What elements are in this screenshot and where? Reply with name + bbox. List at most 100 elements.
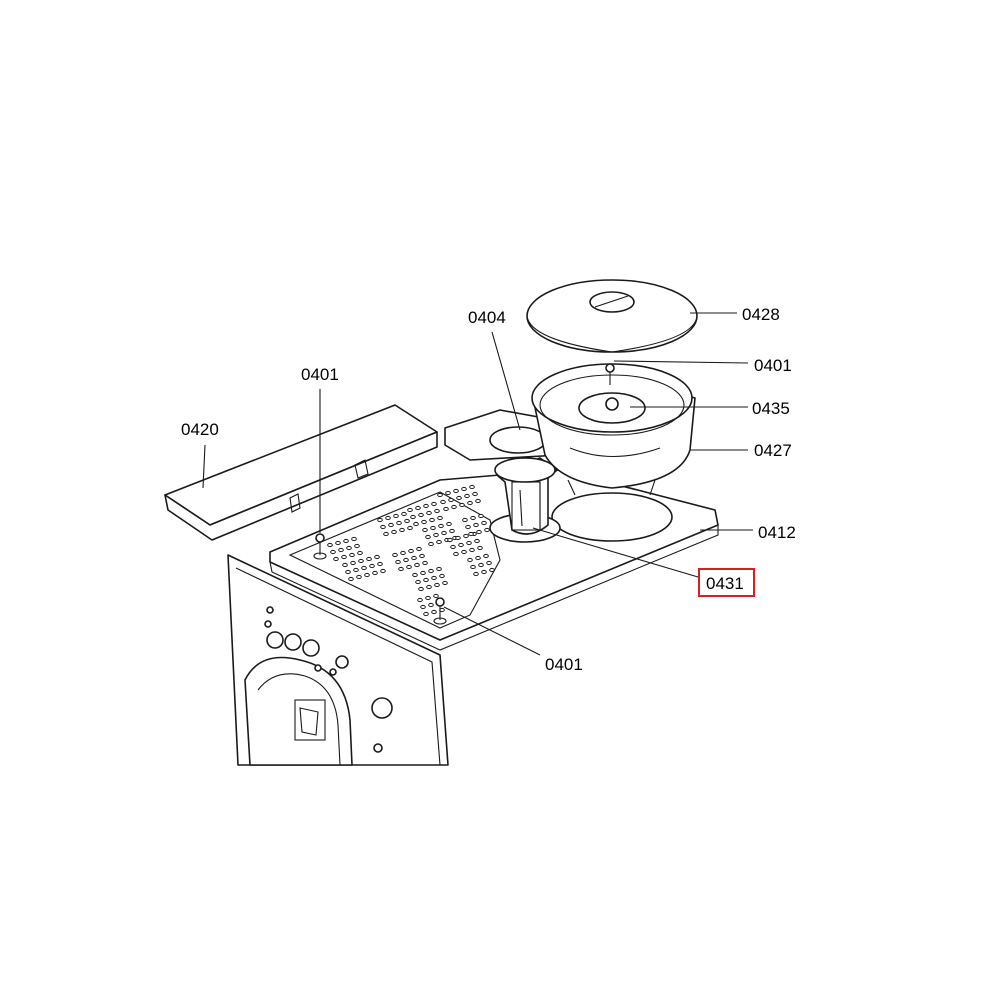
grille-hole xyxy=(455,535,461,541)
grille-hole xyxy=(346,545,352,551)
grille-hole xyxy=(404,518,410,524)
grille-hole xyxy=(472,491,478,497)
grille-hole xyxy=(473,522,479,528)
screw-bowl xyxy=(605,363,615,385)
grille-holes xyxy=(327,484,495,617)
grille-hole xyxy=(462,517,468,523)
grille-hole xyxy=(463,533,469,539)
grille-hole xyxy=(422,560,428,566)
grille-hole xyxy=(426,584,432,590)
grille-hole xyxy=(486,560,492,566)
callout-0431: 0431 xyxy=(706,574,744,593)
grille-hole xyxy=(466,540,472,546)
callout-0420: 0420 xyxy=(181,420,219,439)
grille-hole xyxy=(433,532,439,538)
grille-hole xyxy=(475,498,481,504)
grille-hole xyxy=(408,548,414,554)
grille-hole xyxy=(423,577,429,583)
callout-0412: 0412 xyxy=(758,523,796,542)
grille-hole xyxy=(428,602,434,608)
grille-hole xyxy=(412,572,418,578)
grille-hole xyxy=(401,511,407,517)
grille-hole xyxy=(349,552,355,558)
grille-hole xyxy=(469,484,475,490)
grille-hole xyxy=(440,499,446,505)
grille-hole xyxy=(465,524,471,530)
leader-lines xyxy=(202,312,753,656)
grille-hole xyxy=(470,564,476,570)
grille-hole xyxy=(422,527,428,533)
grille-hole xyxy=(445,490,451,496)
grille-hole xyxy=(453,551,459,557)
grille-hole xyxy=(380,568,386,574)
grille-hole xyxy=(380,524,386,530)
grille-hole xyxy=(473,571,479,577)
grille-hole xyxy=(369,563,375,569)
grille-hole xyxy=(358,558,364,564)
grille-hole xyxy=(420,570,426,576)
grille-hole xyxy=(414,562,420,568)
grille-hole xyxy=(338,547,344,553)
grille-hole xyxy=(348,576,354,582)
grille-hole xyxy=(459,502,465,508)
grille-hole xyxy=(406,564,412,570)
grille-hole xyxy=(449,528,455,534)
grille-hole xyxy=(421,519,427,525)
grille-hole xyxy=(478,513,484,519)
grille-hole xyxy=(475,555,481,561)
grille-hole xyxy=(413,521,419,527)
chute-part xyxy=(494,457,558,535)
grille-hole xyxy=(407,525,413,531)
grille-hole xyxy=(407,507,413,513)
grille-hole xyxy=(418,512,424,518)
grille-hole xyxy=(361,565,367,571)
grille-hole xyxy=(461,486,467,492)
grille-hole xyxy=(478,562,484,568)
grille-hole xyxy=(428,568,434,574)
grille-hole xyxy=(350,560,356,566)
grille-hole xyxy=(438,523,444,529)
callout-0404: 0404 xyxy=(468,308,506,327)
grille-hole xyxy=(442,580,448,586)
grille-hole xyxy=(436,566,442,572)
grille-hole xyxy=(476,529,482,535)
grille-hole xyxy=(351,536,357,542)
grille-hole xyxy=(448,497,454,503)
grille-hole xyxy=(467,557,473,563)
grille-hole xyxy=(447,537,453,543)
grille-hole xyxy=(429,517,435,523)
callout-0401-bottom: 0401 xyxy=(545,655,583,674)
callout-0401-left: 0401 xyxy=(301,365,339,384)
grille-hole xyxy=(464,493,470,499)
grille-hole xyxy=(437,515,443,521)
grille-hole xyxy=(372,570,378,576)
grille-hole xyxy=(398,566,404,572)
grille-hole xyxy=(431,575,437,581)
callout-labels: 0428 0404 0401 0401 0435 0427 0420 0412 … xyxy=(181,305,796,674)
grille-hole xyxy=(354,543,360,549)
grille-hole xyxy=(428,541,434,547)
grille-hole xyxy=(364,572,370,578)
grille-hole xyxy=(461,549,467,555)
grille-hole xyxy=(458,542,464,548)
grille-hole xyxy=(436,539,442,545)
disc-part xyxy=(578,392,646,424)
callout-0428: 0428 xyxy=(742,305,780,324)
grille-hole xyxy=(481,569,487,575)
grille-hole xyxy=(425,534,431,540)
highlight-box-0431 xyxy=(698,568,755,597)
grille-hole xyxy=(417,597,423,603)
grille-hole xyxy=(489,567,495,573)
grille-hole xyxy=(433,593,439,599)
grille-hole xyxy=(342,562,348,568)
grille-hole xyxy=(450,544,456,550)
grille-hole xyxy=(431,609,437,615)
grille-hole xyxy=(441,530,447,536)
grille-hole xyxy=(345,569,351,575)
grille-hole xyxy=(353,567,359,573)
grille-hole xyxy=(391,529,397,535)
grille-hole xyxy=(341,554,347,560)
grille-hole xyxy=(420,604,426,610)
grille-hole xyxy=(451,504,457,510)
